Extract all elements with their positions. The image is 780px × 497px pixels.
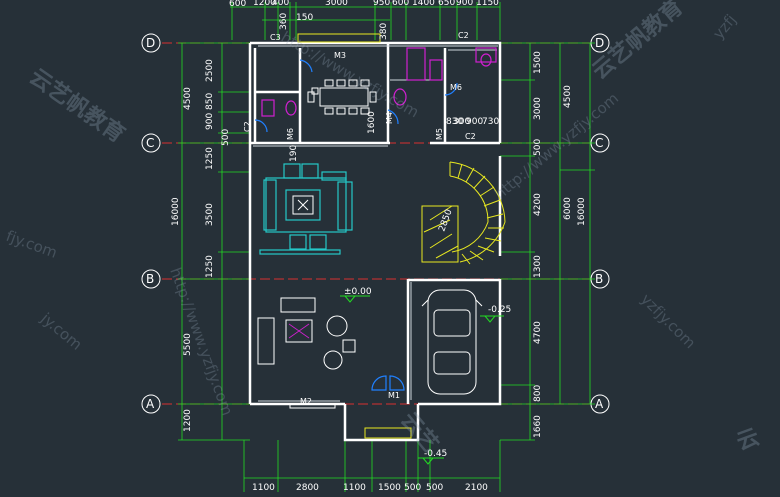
interior-dim-4: 1600 [367,111,377,134]
interior-dim-6: 830 [446,117,463,127]
dim-bottom-2800: 2800 [296,483,319,493]
watermark-frag-left-mid: fjy.com [4,227,60,262]
dim-top-650: 650 [438,0,455,8]
dim-top-1150: 1150 [476,0,499,8]
grid-label-d-right: D [595,36,604,50]
room-label-m4: M4 [385,112,394,124]
dim-top-360: 360 [279,13,289,30]
grid-label-b-right: B [595,272,603,286]
watermark-url-center: http://www.yzfjy.com [166,265,236,418]
dim-bottom-1500: 1500 [378,483,401,493]
svg-text:±0.00: ±0.00 [344,287,372,297]
watermark-cn-left: 云艺帆教育 [25,64,130,148]
dim-left-1250: 1250 [205,147,215,170]
dim-left-3500: 3500 [205,203,215,226]
grid-label-c-left: C [146,136,154,150]
dim-top-900: 900 [456,0,473,8]
windows [289,33,412,439]
watermark-frag-top-right: yzfj [709,11,740,43]
dim-top-3000: 3000 [325,0,348,8]
interior-dim-5: 190 [289,145,299,162]
dim-left-900: 900 [205,113,215,130]
dim-left-1200: 1200 [183,409,193,432]
dim-top-150: 150 [296,13,313,23]
room-label-m3: M3 [334,51,346,60]
dim-right-16000: 16000 [577,197,587,226]
garage-car [421,289,483,395]
svg-text:-0.25: -0.25 [488,305,511,315]
room-label-m5: M5 [435,128,444,140]
dim-right-6000: 6000 [563,197,573,220]
dim-left-2500: 2500 [205,59,215,82]
level-marker-main: ±0.00 [340,287,372,303]
dim-left-500: 500 [221,129,231,146]
interior-dim-1: 300 [453,117,470,127]
bathroom-fixtures [261,47,497,117]
watermarks: 云艺帆教育 云艺帆教育 http://www.yzfjy.com http://… [4,0,763,458]
room-label-m6-left: M6 [286,128,295,140]
room-label-c2-middle: C2 [465,132,476,141]
dim-left-1250b: 1250 [205,255,215,278]
living-room-sofa-set [259,163,353,255]
level-marker-entry: -0.45 [418,449,447,465]
dim-right-1660: 1660 [533,415,543,438]
dining-table [307,79,377,115]
dim-top-600: 600 [229,0,246,9]
dim-bottom-1100: 1100 [252,483,275,493]
dim-top-400: 400 [272,0,289,8]
spiral-stair [421,161,506,265]
grid-label-b-left: B [146,272,154,286]
interior-dim-3: 730 [482,117,499,127]
stair-dimension: 2850 [437,208,454,233]
dim-right-4200: 4200 [533,193,543,216]
interior-dim-2: 900 [466,117,483,127]
lounge-furniture [257,297,356,370]
dim-bottom-2100: 2100 [465,483,488,493]
doors [254,59,458,391]
dim-left-5500: 5500 [183,333,193,356]
grid-label-c-right: C [595,136,603,150]
watermark-short-right: yzfjy.com [637,290,699,352]
dim-top-1200: 1200 [253,0,276,8]
dim-left-16000: 16000 [171,197,181,226]
room-label-c2-upper: C2 [458,31,469,40]
room-label-c2-left: C2 [243,121,252,132]
dim-right-1500: 1500 [533,51,543,74]
dim-left-850: 850 [205,93,215,110]
watermark-frag-left: jy.com [37,309,86,354]
dim-right-4700: 4700 [533,321,543,344]
dim-bottom-1100b: 1100 [343,483,366,493]
dim-top-600b: 600 [392,0,409,8]
interior-dim-7: 380 [379,23,389,40]
room-label-m1: M1 [388,391,400,400]
grid-label-a-left: A [146,397,155,411]
watermark-frag-bottom-right: 云 [734,425,763,456]
dim-top-950: 950 [373,0,390,8]
dim-right-800: 800 [533,385,543,402]
dim-left-4500: 4500 [183,87,193,110]
dim-right-500: 500 [533,139,543,156]
lounge-table-pattern [288,323,310,339]
dim-right-3000: 3000 [533,97,543,120]
level-marker-garage: -0.25 [480,305,511,323]
dim-right-4500: 4500 [563,85,573,108]
grid-label-a-right: A [595,397,604,411]
dim-right-1300: 1300 [533,255,543,278]
dim-top-1400: 1400 [412,0,435,8]
walls [248,41,502,442]
grid-label-d-left: D [146,36,155,50]
coffee-table-symbol [292,195,314,215]
dim-bottom-500b: 500 [426,483,443,493]
room-label-m2: M2 [300,397,312,406]
room-label-m6-upper: M6 [450,83,462,92]
dimension-lines [178,2,595,492]
room-label-c3: C3 [270,33,281,42]
svg-text:-0.45: -0.45 [424,449,447,459]
dim-bottom-500: 500 [404,483,421,493]
